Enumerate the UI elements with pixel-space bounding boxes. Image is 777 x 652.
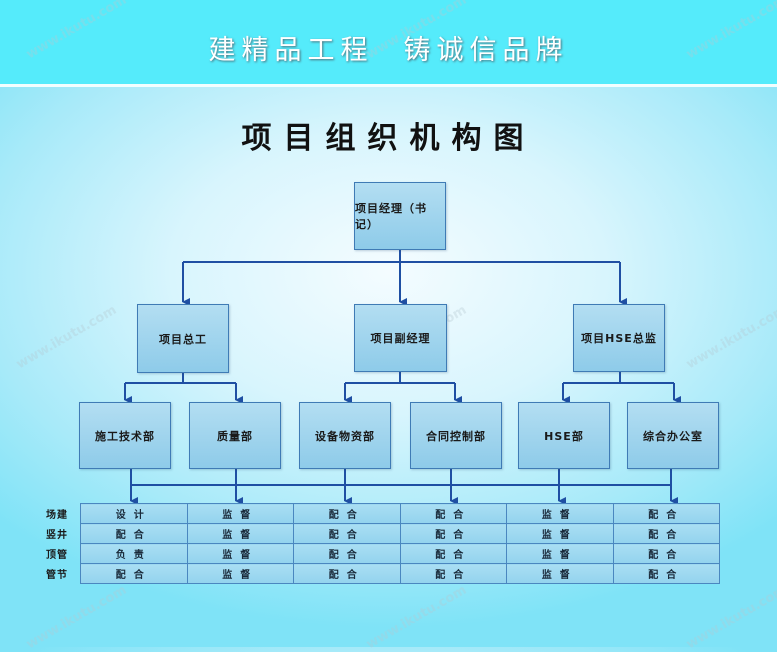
table-cell: 配合 bbox=[293, 523, 401, 544]
node-label: 施工技术部 bbox=[95, 429, 155, 443]
header-divider bbox=[0, 84, 777, 87]
table-cell: 配合 bbox=[612, 543, 720, 564]
node-label: 质量部 bbox=[217, 429, 253, 443]
slogan-right: 铸诚信品牌 bbox=[403, 35, 569, 66]
table-cell: 配合 bbox=[293, 543, 401, 564]
row-label: 竖井 bbox=[46, 530, 68, 541]
node-label: 综合办公室 bbox=[643, 429, 703, 443]
node-dept-general-office: 综合办公室 bbox=[627, 402, 719, 469]
table-cell: 监督 bbox=[506, 503, 614, 524]
node-dept-equipment-materials: 设备物资部 bbox=[299, 402, 391, 469]
table-cell: 监督 bbox=[506, 543, 614, 564]
node-project-manager: 项目经理（书记） bbox=[354, 182, 446, 250]
table-cell: 配合 bbox=[80, 563, 188, 584]
node-dept-quality: 质量部 bbox=[189, 402, 281, 469]
node-chief-engineer: 项目总工 bbox=[137, 304, 229, 373]
table-cell: 配合 bbox=[399, 523, 507, 544]
node-label: 项目HSE总监 bbox=[581, 332, 657, 345]
table-cell: 监督 bbox=[186, 563, 294, 584]
table-row: 负责 监督 配合 配合 监督 配合 bbox=[80, 543, 720, 564]
node-dept-hse: HSE部 bbox=[518, 402, 610, 469]
table-row: 配合 监督 配合 配合 监督 配合 bbox=[80, 563, 720, 584]
table-cell: 监督 bbox=[506, 563, 614, 584]
node-deputy-manager: 项目副经理 bbox=[354, 304, 447, 372]
table-cell: 监督 bbox=[186, 503, 294, 524]
table-cell: 设计 bbox=[80, 503, 188, 524]
node-label: 项目总工 bbox=[159, 332, 207, 346]
node-dept-contract-control: 合同控制部 bbox=[410, 402, 502, 469]
node-label: HSE部 bbox=[544, 429, 584, 443]
node-label: 项目副经理 bbox=[370, 332, 431, 345]
table-row: 配合 监督 配合 配合 监督 配合 bbox=[80, 523, 720, 544]
node-hse-director: 项目HSE总监 bbox=[573, 304, 665, 372]
table-cell: 配合 bbox=[612, 503, 720, 524]
table-cell: 配合 bbox=[399, 503, 507, 524]
header-band bbox=[0, 0, 777, 84]
page-title: 项目组织机构图 bbox=[241, 121, 536, 156]
row-label: 管节 bbox=[46, 570, 68, 581]
table-cell: 配合 bbox=[612, 523, 720, 544]
slogan: 建精品工程铸诚信品牌 bbox=[0, 28, 777, 67]
table-cell: 配合 bbox=[80, 523, 188, 544]
row-label: 顶管 bbox=[46, 550, 68, 561]
table-cell: 配合 bbox=[399, 563, 507, 584]
table-cell: 负责 bbox=[80, 543, 188, 564]
node-dept-construction-tech: 施工技术部 bbox=[79, 402, 171, 469]
table-cell: 配合 bbox=[612, 563, 720, 584]
row-label: 场建 bbox=[46, 510, 68, 521]
table-cell: 监督 bbox=[506, 523, 614, 544]
table-cell: 配合 bbox=[293, 563, 401, 584]
table-cell: 监督 bbox=[186, 523, 294, 544]
table-cell: 监督 bbox=[186, 543, 294, 564]
responsibility-matrix: 设计 监督 配合 配合 监督 配合 配合 监督 配合 配合 监督 配合 负责 监… bbox=[80, 503, 720, 584]
table-cell: 配合 bbox=[293, 503, 401, 524]
table-row: 设计 监督 配合 配合 监督 配合 bbox=[80, 503, 720, 524]
table-cell: 配合 bbox=[399, 543, 507, 564]
node-label: 项目经理（书记） bbox=[355, 202, 427, 231]
node-label: 合同控制部 bbox=[426, 429, 486, 443]
node-label: 设备物资部 bbox=[315, 429, 375, 443]
slogan-left: 建精品工程 bbox=[208, 35, 374, 66]
